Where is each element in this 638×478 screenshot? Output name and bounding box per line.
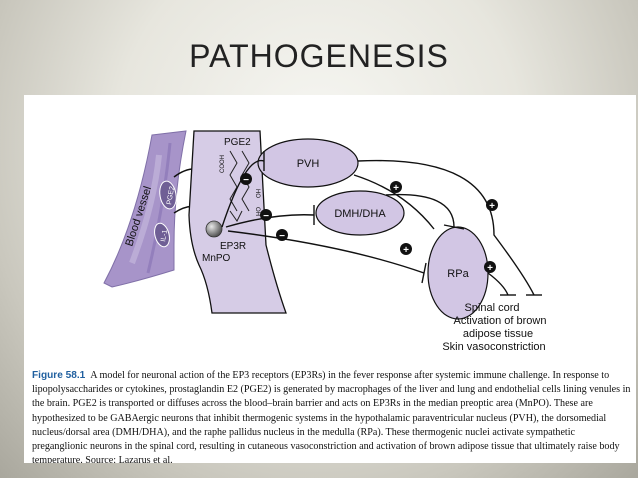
il1-blob-label: IL-1 (160, 229, 169, 242)
svg-text:−: − (279, 231, 285, 242)
blood-vessel-shade (146, 142, 172, 274)
rpa-label: RPa (447, 268, 469, 280)
rpa-inhibit-bar (421, 262, 427, 284)
excite-sign-rpa-spinal: + (484, 261, 496, 274)
rpa-to-spinal-path (487, 272, 509, 296)
ho-label: HO (254, 189, 260, 198)
dmh-dha-nucleus (315, 190, 405, 236)
activation-line1-label: Activation of brown (454, 315, 547, 327)
activation-line2-label: adipose tissue (463, 328, 533, 340)
svg-text:+: + (403, 245, 409, 256)
figure-panel: Blood vessel PGE2 IL-1 PGE2 COOH HO OH E… (24, 95, 636, 463)
inhibit-sign-pvh: − (240, 173, 252, 186)
mnpo-neuron (188, 130, 287, 314)
excite-sign-pvh-spinal: + (486, 199, 498, 212)
figure-number: Figure 58.1 (32, 370, 86, 381)
pge2-blob-label: PGE2 (166, 186, 176, 206)
blood-vessel: Blood vessel PGE2 IL-1 (103, 130, 187, 288)
spinal-cord-label: Spinal cord (464, 302, 519, 314)
il1-blob (154, 222, 170, 248)
blood-vessel-sheen (129, 154, 162, 265)
oh-label: OH (254, 207, 260, 216)
svg-text:+: + (487, 263, 493, 274)
fever-pathway-diagram: Blood vessel PGE2 IL-1 PGE2 COOH HO OH E… (103, 130, 547, 353)
dmh-to-rpa-path (385, 193, 455, 228)
mnpo-to-rpa-path (227, 230, 425, 274)
cooh-label: COOH (220, 155, 226, 173)
svg-text:+: + (393, 183, 399, 194)
pvh-to-rpa-path (353, 174, 435, 230)
inhibit-sign-rpa: − (276, 229, 288, 242)
svg-text:+: + (489, 201, 495, 212)
pvh-nucleus (257, 138, 359, 188)
svg-text:−: − (243, 175, 249, 186)
skin-vasoconstriction-label: Skin vasoconstriction (442, 341, 545, 353)
mnpo-to-dmh-path (225, 214, 315, 228)
caption-text: A model for neuronal action of the EP3 r… (32, 370, 631, 463)
pvh-to-spinal-path (357, 159, 535, 296)
slide-title: PATHOGENESIS (189, 38, 449, 74)
mnpo-label: MnPO (202, 253, 231, 264)
excitatory-projections (353, 159, 542, 296)
pge2-label: PGE2 (224, 137, 251, 148)
svg-text:−: − (263, 211, 269, 222)
ep3-receptor (205, 220, 223, 238)
excite-sign-pvh-rpa: + (390, 181, 402, 194)
rpa-top-bar (443, 224, 465, 230)
dmh-dha-label: DMH/DHA (334, 208, 386, 220)
pvh-label: PVH (297, 158, 320, 170)
pge2-blob (159, 180, 177, 210)
inhibit-sign-dmh: − (260, 209, 272, 222)
excite-sign-dmh-rpa: + (400, 243, 412, 256)
ep3r-label: EP3R (220, 241, 246, 252)
